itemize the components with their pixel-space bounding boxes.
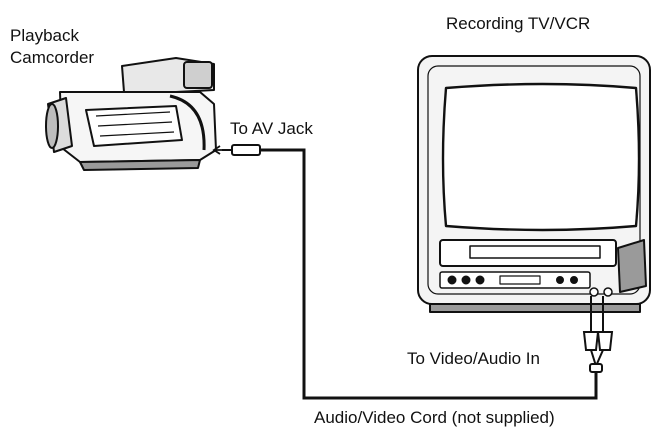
vcr-button-3 [475, 275, 485, 285]
av-plug-camcorder [231, 144, 261, 156]
vcr-cassette-slot [469, 245, 601, 259]
rca-sleeve [589, 363, 603, 373]
camcorder-lens-front [45, 103, 59, 149]
vcr-button-6 [570, 276, 578, 284]
vcr-front-flap [617, 239, 647, 293]
tv-base [429, 303, 641, 313]
vcr-jack-video [589, 287, 599, 297]
rca-plug-left [582, 331, 600, 351]
label-tv: Recording TV/VCR [446, 14, 590, 33]
camcorder-eyecup [183, 61, 213, 89]
tv-cabinet-inner [427, 65, 641, 295]
tv-vcr-illustration [417, 55, 651, 313]
vcr-jack-audio [603, 287, 613, 297]
label-av-jack: To AV Jack [230, 119, 313, 138]
camcorder-illustration [45, 57, 217, 171]
vcr-button-1 [447, 275, 457, 285]
label-cord: Audio/Video Cord (not supplied) [314, 408, 555, 427]
rca-plug-right [596, 331, 614, 351]
camcorder-base [79, 159, 201, 171]
vcr-button-2 [461, 275, 471, 285]
camcorder-strap [169, 94, 206, 151]
rca-plugs [582, 296, 614, 373]
camcorder-panel-detail [95, 111, 175, 137]
av-jack-arrow-icon [212, 145, 222, 155]
label-camcorder-line2: Camcorder [10, 48, 94, 67]
vcr-button-4 [499, 275, 541, 285]
av-cord [212, 144, 598, 400]
label-video-audio-in: To Video/Audio In [407, 349, 540, 368]
vcr-button-5 [556, 276, 564, 284]
tv-screen [441, 82, 641, 232]
label-camcorder-line1: Playback [10, 26, 79, 45]
av-cord-line [260, 148, 598, 400]
